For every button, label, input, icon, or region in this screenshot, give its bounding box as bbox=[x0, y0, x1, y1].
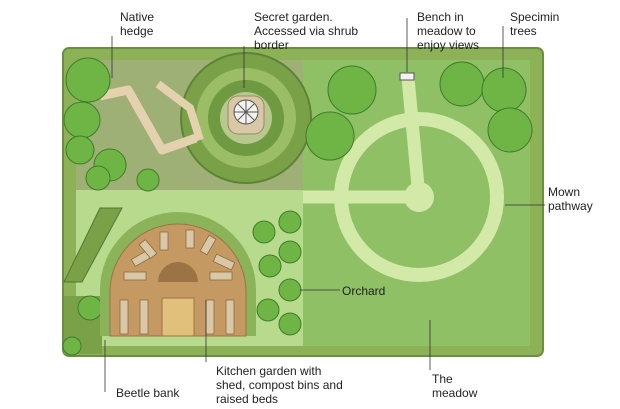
native-hedge-trees bbox=[63, 57, 160, 192]
label-beetle-bank: Beetle bank bbox=[116, 386, 180, 400]
hedge-tree bbox=[62, 336, 82, 356]
orchard-trees bbox=[252, 210, 302, 336]
shed bbox=[161, 297, 195, 337]
bench bbox=[399, 72, 415, 81]
beetle-bank bbox=[63, 207, 123, 283]
leader-lines bbox=[104, 18, 545, 392]
mown-pathway bbox=[303, 77, 504, 282]
hedge-tree bbox=[77, 295, 103, 321]
raised-beds bbox=[119, 229, 236, 335]
gazebo bbox=[227, 95, 265, 135]
secret-garden-path bbox=[99, 85, 198, 155]
secret-garden-path-inner bbox=[155, 80, 204, 142]
specimen-trees bbox=[305, 61, 533, 161]
label-orchard: Orchard bbox=[342, 284, 386, 298]
